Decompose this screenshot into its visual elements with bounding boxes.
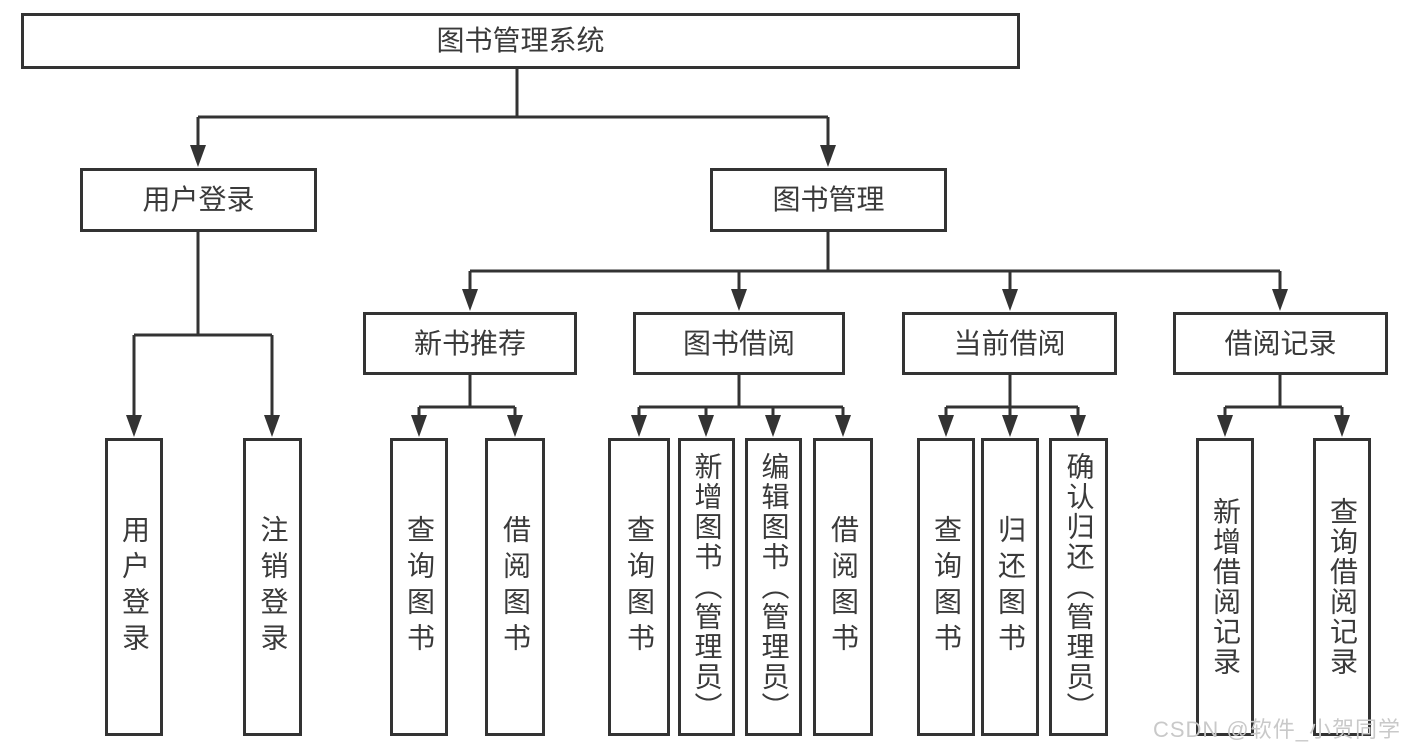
node-label: 图书管理	[772, 184, 885, 215]
node-new-book-recommend: 新书推荐	[363, 312, 577, 375]
node-book-management-branch: 图书管理	[710, 168, 947, 232]
leaf-borrow-book: 借阅图书	[813, 438, 873, 736]
leaf-label: 归还图书	[995, 515, 1026, 659]
leaf-borrow-book-recommend: 借阅图书	[485, 438, 545, 736]
leaf-label: 新增图书（管理员）	[691, 452, 723, 722]
leaf-label: 查询图书	[931, 515, 962, 659]
leaf-label: 查询图书	[624, 515, 655, 659]
leaf-label: 新增借阅记录	[1210, 497, 1241, 677]
node-label: 图书管理系统	[436, 25, 605, 56]
node-borrow-record: 借阅记录	[1173, 312, 1388, 375]
leaf-label: 用户登录	[119, 515, 150, 659]
leaf-query-book-borrow: 查询图书	[608, 438, 670, 736]
node-label: 图书借阅	[682, 327, 795, 359]
leaf-label: 编辑图书（管理员）	[758, 452, 790, 722]
leaf-user-login: 用户登录	[105, 438, 163, 736]
node-current-borrow: 当前借阅	[902, 312, 1117, 375]
leaf-query-borrow-record: 查询借阅记录	[1313, 438, 1371, 736]
leaf-logout: 注销登录	[243, 438, 302, 736]
node-label: 用户登录	[142, 184, 255, 215]
node-user-login-branch: 用户登录	[80, 168, 317, 232]
leaf-query-book-recommend: 查询图书	[390, 438, 448, 736]
leaf-label: 注销登录	[257, 515, 289, 659]
leaf-label: 查询借阅记录	[1327, 497, 1358, 677]
node-system-root: 图书管理系统	[21, 13, 1020, 69]
leaf-return-book: 归还图书	[981, 438, 1039, 736]
leaf-add-book-admin: 新增图书（管理员）	[678, 438, 735, 736]
node-book-borrow: 图书借阅	[633, 312, 845, 375]
leaf-label: 借阅图书	[500, 515, 531, 659]
leaf-add-borrow-record: 新增借阅记录	[1196, 438, 1254, 736]
node-label: 借阅记录	[1224, 327, 1337, 359]
leaf-label: 确认归还（管理员）	[1063, 452, 1095, 722]
leaf-confirm-return-admin: 确认归还（管理员）	[1049, 438, 1108, 736]
leaf-label: 借阅图书	[828, 515, 859, 659]
node-label: 当前借阅	[953, 327, 1066, 359]
leaf-query-book-current: 查询图书	[917, 438, 975, 736]
node-label: 新书推荐	[413, 327, 526, 359]
leaf-label: 查询图书	[404, 515, 435, 659]
csdn-watermark: CSDN @软件_小贺同学	[1152, 717, 1401, 742]
leaf-edit-book-admin: 编辑图书（管理员）	[745, 438, 802, 736]
